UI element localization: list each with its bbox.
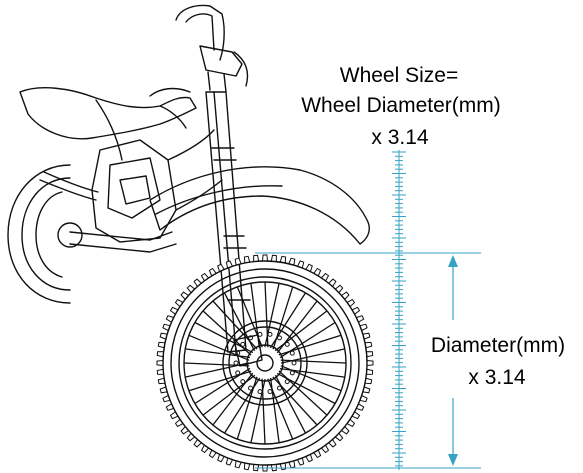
formula-line-1: Wheel Size= xyxy=(340,64,458,87)
bike-body xyxy=(20,88,222,252)
motorcycle-illustration xyxy=(8,6,373,471)
tyre-knob xyxy=(187,285,194,292)
front-fender xyxy=(150,167,369,244)
disc-hole xyxy=(234,361,238,365)
disc-hole xyxy=(290,351,294,355)
disc-hole xyxy=(285,380,289,384)
disc-hole xyxy=(292,361,296,365)
spoke xyxy=(281,366,341,391)
tyre-knob xyxy=(157,361,163,366)
disc-hole xyxy=(241,342,245,346)
measuring-ruler xyxy=(392,150,406,470)
disc-hole xyxy=(285,342,289,346)
brake-disc xyxy=(223,321,307,405)
disc-hole xyxy=(278,336,282,340)
tyre-knob xyxy=(187,433,194,440)
handlebars xyxy=(176,6,248,92)
disc-hole xyxy=(268,390,272,394)
arrowhead-down xyxy=(448,454,458,466)
diameter-label-line-2: x 3.14 xyxy=(468,366,526,389)
disc-hole xyxy=(241,380,245,384)
formula-line-2: Wheel Diameter(mm) xyxy=(301,94,501,117)
wheel-spokes xyxy=(184,282,346,444)
tyre-knob xyxy=(263,255,268,261)
diameter-arrow xyxy=(448,255,458,466)
disc-hole xyxy=(268,332,272,336)
formula-line-3: x 3.14 xyxy=(371,126,429,149)
tyre-knob xyxy=(335,285,342,292)
disc-hole xyxy=(249,386,253,390)
wheel-size-formula: Wheel Size= Wheel Diameter(mm) x 3.14 xyxy=(301,64,501,149)
disc-hole xyxy=(258,390,262,394)
front-wheel xyxy=(157,255,373,471)
disc-hole xyxy=(278,386,282,390)
arrowhead-up xyxy=(448,255,458,267)
diameter-label: Diameter(mm) x 3.14 xyxy=(431,334,565,389)
disc-hole xyxy=(290,371,294,375)
disc-hole xyxy=(236,371,240,375)
diameter-label-line-1: Diameter(mm) xyxy=(431,334,565,357)
tyre-knob xyxy=(367,361,373,366)
tyre-knob xyxy=(335,433,342,440)
rear-wheel xyxy=(8,165,82,303)
